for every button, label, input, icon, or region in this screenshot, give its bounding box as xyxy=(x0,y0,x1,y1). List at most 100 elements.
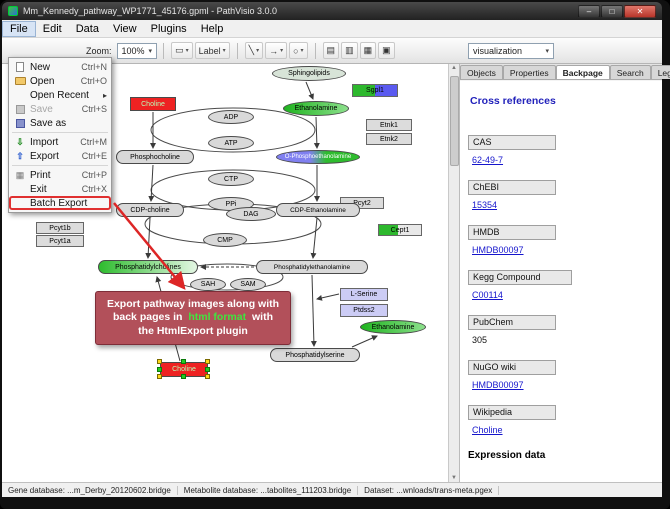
gene-product-tool-button[interactable]: ▭▾ xyxy=(171,42,193,59)
node-cdp-choline[interactable]: CDP-choline xyxy=(116,203,184,217)
menu-data[interactable]: Data xyxy=(75,22,99,35)
tab-search[interactable]: Search xyxy=(609,65,651,79)
selection-handle[interactable] xyxy=(181,374,186,379)
stack-button[interactable]: ▣ xyxy=(378,42,395,59)
node-o-phosphoethanolamine[interactable]: O-Phosphoethanolamine xyxy=(276,150,360,164)
saveas-icon xyxy=(13,118,27,128)
close-button[interactable]: ✕ xyxy=(624,4,656,18)
toolbar: Zoom: 100% ▾ ▭▾Label▾╲▾→▾○▾▤▥▦▣ visualiz… xyxy=(2,38,662,64)
menu-item-save-as[interactable]: Save as xyxy=(9,116,111,130)
xref-link-kegg[interactable]: C00114 xyxy=(472,290,503,300)
selection-handle[interactable] xyxy=(157,359,162,364)
node-phosphatidylserine[interactable]: Phosphatidylserine xyxy=(270,348,360,362)
node-cmp[interactable]: CMP xyxy=(203,233,247,247)
node-sam[interactable]: SAM xyxy=(230,278,266,291)
tab-properties[interactable]: Properties xyxy=(502,65,556,79)
menu-shortcut: Ctrl+P xyxy=(81,170,107,180)
node-atp[interactable]: ATP xyxy=(208,136,254,150)
maximize-button[interactable]: □ xyxy=(601,4,623,18)
node-ethanolamine-right[interactable]: Ethanolamine xyxy=(360,320,426,334)
minimize-button[interactable]: – xyxy=(578,4,600,18)
node-sah[interactable]: SAH xyxy=(190,278,226,291)
node-sphingolipids[interactable]: Sphingolipids xyxy=(272,66,346,81)
node-phosphatidylethanolamine[interactable]: Phosphatidylethanolamine xyxy=(256,260,368,274)
node-ptdss2[interactable]: Ptdss2 xyxy=(340,304,388,317)
visualization-value: visualization xyxy=(473,45,523,56)
selection-handle[interactable] xyxy=(205,366,210,372)
tab-legend[interactable]: Legend xyxy=(650,65,670,79)
expression-data-heading: Expression data xyxy=(468,450,546,461)
node-choline-top[interactable]: Choline xyxy=(130,97,176,111)
menu-file[interactable]: File xyxy=(2,20,36,37)
chevron-down-icon: ▾ xyxy=(545,47,549,55)
node-cdp-ethanolamine[interactable]: CDP-Ethanolamine xyxy=(276,203,360,217)
node-sgpl1[interactable]: Sgpl1 xyxy=(352,84,398,97)
node-pcyt1b[interactable]: Pcyt1b xyxy=(36,222,84,234)
zoom-label: Zoom: xyxy=(86,45,112,56)
xref-header-pubchem: PubChem xyxy=(468,315,556,330)
status-segment-0: Gene database: ...m_Derby_20120602.bridg… xyxy=(2,485,178,495)
canvas-vertical-scrollbar[interactable]: ▲ ▼ xyxy=(448,64,459,482)
menu-help[interactable]: Help xyxy=(200,22,224,35)
node-ethanolamine-top[interactable]: Ethanolamine xyxy=(283,101,349,116)
selection-handle[interactable] xyxy=(157,366,162,372)
visualization-combobox[interactable]: visualization ▾ xyxy=(468,42,554,59)
align-vertical-button[interactable]: ▥ xyxy=(341,42,358,59)
scroll-down-icon[interactable]: ▼ xyxy=(451,475,457,481)
xref-link-nugo[interactable]: HMDB00097 xyxy=(472,380,524,390)
line-tool-button[interactable]: ╲▾ xyxy=(244,42,264,59)
selection-handle[interactable] xyxy=(181,359,186,364)
align-horizontal-button[interactable]: ▤ xyxy=(322,42,340,59)
zoom-combobox[interactable]: 100% ▾ xyxy=(116,42,158,59)
arrow-tool-button[interactable]: →▾ xyxy=(265,42,288,59)
menu-item-batch-export[interactable]: Batch Export xyxy=(9,196,111,210)
tab-backpage[interactable]: Backpage xyxy=(555,65,610,79)
annotation-text: Export pathway images along with back pa… xyxy=(106,298,280,337)
tab-objects[interactable]: Objects xyxy=(460,65,503,79)
selection-handle[interactable] xyxy=(205,374,210,379)
node-dag[interactable]: DAG xyxy=(226,207,276,221)
node-etnk2[interactable]: Etnk2 xyxy=(366,133,412,145)
xref-link-hmdb[interactable]: HMDB00097 xyxy=(472,245,524,255)
node-cept1[interactable]: Cept1 xyxy=(378,224,422,236)
chevron-down-icon: ▾ xyxy=(148,47,153,55)
selection-handle[interactable] xyxy=(205,359,210,364)
menu-view[interactable]: View xyxy=(112,22,137,35)
node-phosphocholine[interactable]: Phosphocholine xyxy=(116,150,194,164)
node-etnk1[interactable]: Etnk1 xyxy=(366,119,412,131)
label-tool-button[interactable]: Label▾ xyxy=(194,42,230,59)
menu-item-label: Save as xyxy=(30,117,67,129)
scroll-up-icon[interactable]: ▲ xyxy=(451,65,457,71)
node-adp[interactable]: ADP xyxy=(208,110,254,124)
menu-edit[interactable]: Edit xyxy=(42,22,62,35)
gene-product-tool-icon: ▭ xyxy=(175,45,184,55)
menu-shortcut: Ctrl+S xyxy=(81,104,107,114)
node-l-serine[interactable]: L-Serine xyxy=(340,288,388,301)
node-phosphatidylcholines[interactable]: Phosphatidylcholines xyxy=(98,260,198,274)
node-pcyt1a[interactable]: Pcyt1a xyxy=(36,235,84,247)
selection-handle[interactable] xyxy=(157,374,162,379)
menu-plugins[interactable]: Plugins xyxy=(150,22,187,35)
annotation-highlight: html format xyxy=(188,311,247,324)
menu-item-open-recent[interactable]: Open Recent▸ xyxy=(9,88,111,102)
xref-link-cas[interactable]: 62-49-7 xyxy=(472,155,504,165)
cross-references-heading: Cross references xyxy=(470,95,556,107)
xref-link-wikipedia[interactable]: Choline xyxy=(472,425,503,435)
distribute-button[interactable]: ▦ xyxy=(359,42,377,59)
menu-item-label: Exit xyxy=(30,183,47,195)
zoom-value: 100% xyxy=(121,45,145,56)
shape-tool-button[interactable]: ○▾ xyxy=(289,42,308,59)
node-ctp[interactable]: CTP xyxy=(208,172,254,186)
xref-link-chebi[interactable]: 15354 xyxy=(472,200,498,210)
scrollbar-thumb[interactable] xyxy=(450,76,459,166)
